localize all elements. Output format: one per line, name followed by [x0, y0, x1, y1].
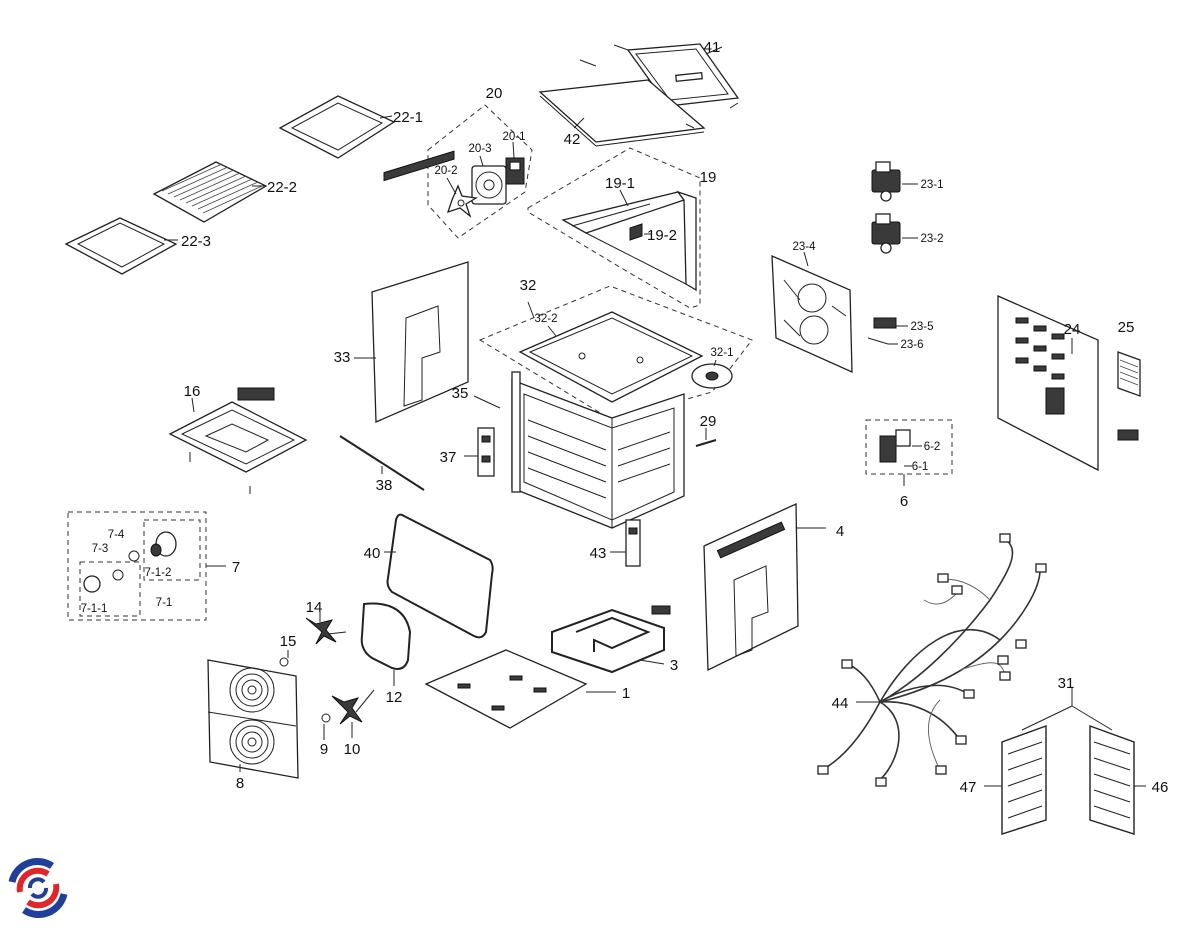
part-32-top-plate-group — [478, 285, 753, 421]
part-label-7-3: 7-3 — [92, 543, 109, 555]
part-15-washer — [279, 650, 289, 667]
part-label-22-2: 22-2 — [267, 179, 297, 196]
part-label-41: 41 — [704, 39, 721, 56]
part-label-14: 14 — [306, 599, 323, 616]
part-label-32-2: 32-2 — [534, 313, 557, 325]
part-33-left-side-panel — [354, 150, 469, 423]
part-37-hinge-bracket — [464, 427, 495, 477]
part-label-6-2: 6-2 — [924, 441, 941, 453]
part-42-top-panel — [538, 59, 706, 147]
part-23-4-control-bracket — [771, 251, 853, 374]
part-31-side-racks — [1021, 688, 1113, 731]
part-label-23-4: 23-4 — [792, 241, 816, 253]
part-44-wire-harness — [817, 533, 1047, 787]
part-22-3-baking-pan — [64, 217, 178, 275]
part-label-44: 44 — [832, 695, 849, 712]
part-label-38: 38 — [376, 477, 393, 494]
part-12-fan-bracket — [360, 602, 412, 686]
part-label-32-1: 32-1 — [710, 347, 733, 359]
part-number-labels: 41422020-120-220-31919-119-222-122-222-3… — [81, 39, 1169, 796]
part-label-42: 42 — [564, 131, 581, 148]
part-label-12: 12 — [386, 689, 403, 706]
part-label-31: 31 — [1058, 675, 1075, 692]
part-label-7-1-2: 7-1-2 — [145, 567, 172, 579]
part-38-rod — [339, 435, 425, 491]
part-3-bottom-element — [551, 605, 671, 674]
part-label-19-1: 19-1 — [605, 175, 635, 192]
part-label-7-4: 7-4 — [108, 529, 125, 541]
part-24-back-panel — [997, 295, 1099, 472]
part-29-screw — [695, 428, 717, 447]
part-label-23-1: 23-1 — [920, 179, 943, 191]
part-label-35: 35 — [452, 385, 469, 402]
part-label-6-1: 6-1 — [912, 461, 929, 473]
part-label-4: 4 — [836, 523, 844, 540]
part-label-19-2: 19-2 — [647, 227, 677, 244]
part-label-23-2: 23-2 — [920, 233, 943, 245]
part-10-fan-blade — [331, 689, 375, 738]
part-label-20: 20 — [486, 85, 503, 102]
part-label-24: 24 — [1064, 321, 1081, 338]
part-label-7-1: 7-1 — [156, 597, 173, 609]
part-19-duct-group — [527, 147, 701, 309]
part-label-20-3: 20-3 — [468, 143, 491, 155]
part-7-knob-group — [67, 511, 226, 621]
part-label-25: 25 — [1118, 319, 1135, 336]
part-label-10: 10 — [344, 741, 361, 758]
part-label-22-1: 22-1 — [393, 109, 423, 126]
part-25-vent-grille — [1117, 351, 1141, 441]
part-label-7: 7 — [232, 559, 240, 576]
part-label-40: 40 — [364, 545, 381, 562]
part-23-5-terminal — [873, 317, 908, 329]
part-23-2-thermostat — [871, 213, 918, 254]
part-label-16: 16 — [184, 383, 201, 400]
part-6-sensor-group — [865, 419, 953, 486]
part-label-7-1-1: 7-1-1 — [81, 603, 108, 615]
part-22-2-wire-rack — [152, 161, 268, 223]
part-label-9: 9 — [320, 741, 328, 758]
part-40-door-seal — [384, 513, 494, 639]
part-43-hinge-bracket — [610, 519, 641, 567]
part-label-8: 8 — [236, 775, 244, 792]
part-label-29: 29 — [700, 413, 717, 430]
brand-logo-icon — [8, 858, 68, 918]
part-label-20-1: 20-1 — [502, 131, 525, 143]
part-label-32: 32 — [520, 277, 537, 294]
part-label-1: 1 — [622, 685, 630, 702]
part-label-33: 33 — [334, 349, 351, 366]
part-47-left-rack — [984, 725, 1047, 835]
part-23-6-wire-clip — [867, 337, 898, 345]
part-4-right-side-panel — [703, 502, 826, 672]
part-9-washer — [321, 713, 331, 740]
part-label-47: 47 — [960, 779, 977, 796]
part-1-bottom-cover — [424, 649, 616, 729]
part-label-23-5: 23-5 — [910, 321, 933, 333]
part-22-1-tray — [278, 95, 396, 159]
part-16-grill-element — [168, 387, 308, 494]
part-23-1-selector-switch — [871, 161, 918, 202]
part-46-right-rack — [1089, 725, 1146, 835]
part-label-3: 3 — [670, 657, 678, 674]
part-label-20-2: 20-2 — [434, 165, 457, 177]
part-label-23-6: 23-6 — [900, 339, 923, 351]
oven-cavity — [473, 371, 685, 529]
part-label-43: 43 — [590, 545, 607, 562]
part-label-19: 19 — [700, 169, 717, 186]
part-20-fan-motor-group — [427, 104, 533, 239]
part-label-22-3: 22-3 — [181, 233, 211, 250]
part-label-15: 15 — [280, 633, 297, 650]
part-8-rear-fan-cover — [207, 659, 299, 779]
part-label-37: 37 — [440, 449, 457, 466]
part-label-46: 46 — [1152, 779, 1169, 796]
part-14-fan-blade — [305, 610, 347, 645]
part-label-6: 6 — [900, 493, 908, 510]
